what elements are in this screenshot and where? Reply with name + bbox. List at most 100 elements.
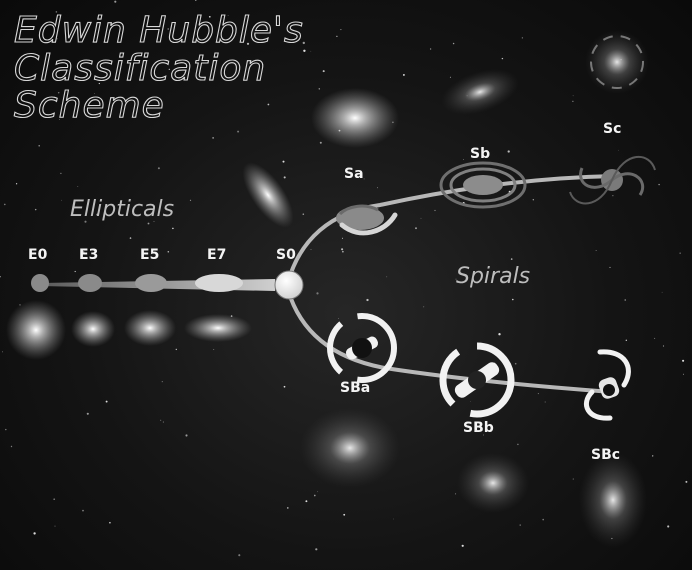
star bbox=[366, 298, 369, 302]
star bbox=[415, 227, 417, 230]
star bbox=[98, 82, 100, 85]
star bbox=[679, 252, 681, 254]
star bbox=[305, 500, 308, 503]
star bbox=[86, 412, 89, 415]
star bbox=[61, 199, 63, 201]
star bbox=[94, 93, 95, 94]
star bbox=[33, 532, 36, 535]
class-labels: E0 E3 E5 E7 S0 Sa Sb Sc SBa SBb SBc bbox=[28, 121, 621, 463]
star bbox=[302, 213, 305, 215]
e0-symbol bbox=[31, 274, 49, 292]
star bbox=[105, 400, 108, 403]
star bbox=[56, 38, 58, 40]
star bbox=[238, 554, 241, 557]
label-e7: E7 bbox=[207, 247, 226, 263]
star bbox=[82, 509, 84, 512]
star bbox=[455, 278, 457, 280]
star bbox=[208, 15, 211, 18]
star bbox=[58, 119, 60, 121]
star bbox=[283, 176, 286, 179]
star bbox=[402, 73, 405, 76]
star bbox=[338, 318, 339, 319]
star bbox=[310, 50, 312, 52]
star bbox=[662, 345, 665, 347]
sba-symbol bbox=[327, 313, 397, 383]
star bbox=[532, 199, 534, 201]
label-sb: Sb bbox=[470, 146, 490, 162]
spirals-group-label: Spirals bbox=[456, 264, 530, 289]
star bbox=[109, 521, 111, 524]
star bbox=[682, 373, 684, 375]
star bbox=[652, 455, 654, 457]
star bbox=[2, 351, 3, 353]
star bbox=[341, 248, 344, 251]
star bbox=[129, 237, 132, 239]
star bbox=[303, 49, 306, 52]
star bbox=[667, 525, 670, 528]
star bbox=[434, 209, 436, 212]
star bbox=[595, 250, 597, 251]
star bbox=[625, 339, 627, 341]
star bbox=[519, 524, 521, 526]
star bbox=[212, 137, 214, 139]
star bbox=[168, 68, 170, 70]
star bbox=[377, 187, 378, 189]
sa-symbol bbox=[336, 204, 398, 236]
star bbox=[10, 445, 13, 448]
star bbox=[175, 348, 177, 351]
star bbox=[420, 217, 422, 219]
spiral-symbols bbox=[336, 155, 656, 236]
star bbox=[160, 419, 162, 421]
sc-symbol bbox=[569, 155, 656, 205]
star bbox=[55, 11, 58, 13]
star bbox=[514, 362, 517, 365]
star bbox=[319, 141, 322, 144]
star bbox=[322, 70, 325, 73]
star bbox=[544, 401, 546, 403]
galaxy-photo-sc bbox=[585, 30, 649, 94]
star bbox=[114, 0, 117, 3]
star bbox=[96, 213, 99, 216]
title-line-1: Edwin Hubble's bbox=[14, 10, 304, 51]
star bbox=[501, 57, 504, 60]
star bbox=[213, 349, 215, 350]
star bbox=[682, 359, 685, 362]
galaxy-photo-sbc bbox=[579, 452, 647, 548]
galaxy-photo-e7 bbox=[184, 314, 252, 342]
title-line-3: Scheme bbox=[14, 85, 165, 126]
star bbox=[343, 513, 346, 516]
star bbox=[185, 434, 188, 437]
star bbox=[153, 221, 155, 222]
label-sbb: SBb bbox=[463, 420, 494, 436]
star bbox=[342, 237, 343, 239]
galaxy-photo-sb bbox=[441, 69, 519, 115]
sb-symbol bbox=[439, 161, 527, 209]
star bbox=[521, 37, 524, 39]
star bbox=[572, 95, 574, 97]
star bbox=[189, 199, 192, 201]
title-line-2: Classification bbox=[14, 48, 266, 89]
star bbox=[74, 270, 76, 273]
star bbox=[469, 401, 471, 403]
star bbox=[507, 150, 510, 153]
star bbox=[517, 443, 519, 446]
star bbox=[340, 29, 342, 31]
galaxy-photo-e5 bbox=[124, 310, 176, 346]
star bbox=[15, 183, 18, 185]
star bbox=[84, 220, 87, 223]
star bbox=[512, 298, 514, 301]
elliptical-symbols bbox=[31, 270, 304, 300]
star bbox=[612, 195, 614, 197]
star bbox=[167, 250, 170, 253]
star bbox=[654, 337, 656, 339]
star bbox=[336, 35, 338, 38]
star bbox=[267, 103, 270, 106]
star bbox=[60, 172, 62, 175]
star bbox=[77, 186, 79, 187]
star bbox=[483, 434, 484, 436]
star bbox=[455, 493, 457, 495]
star bbox=[498, 333, 501, 336]
star bbox=[313, 494, 316, 497]
